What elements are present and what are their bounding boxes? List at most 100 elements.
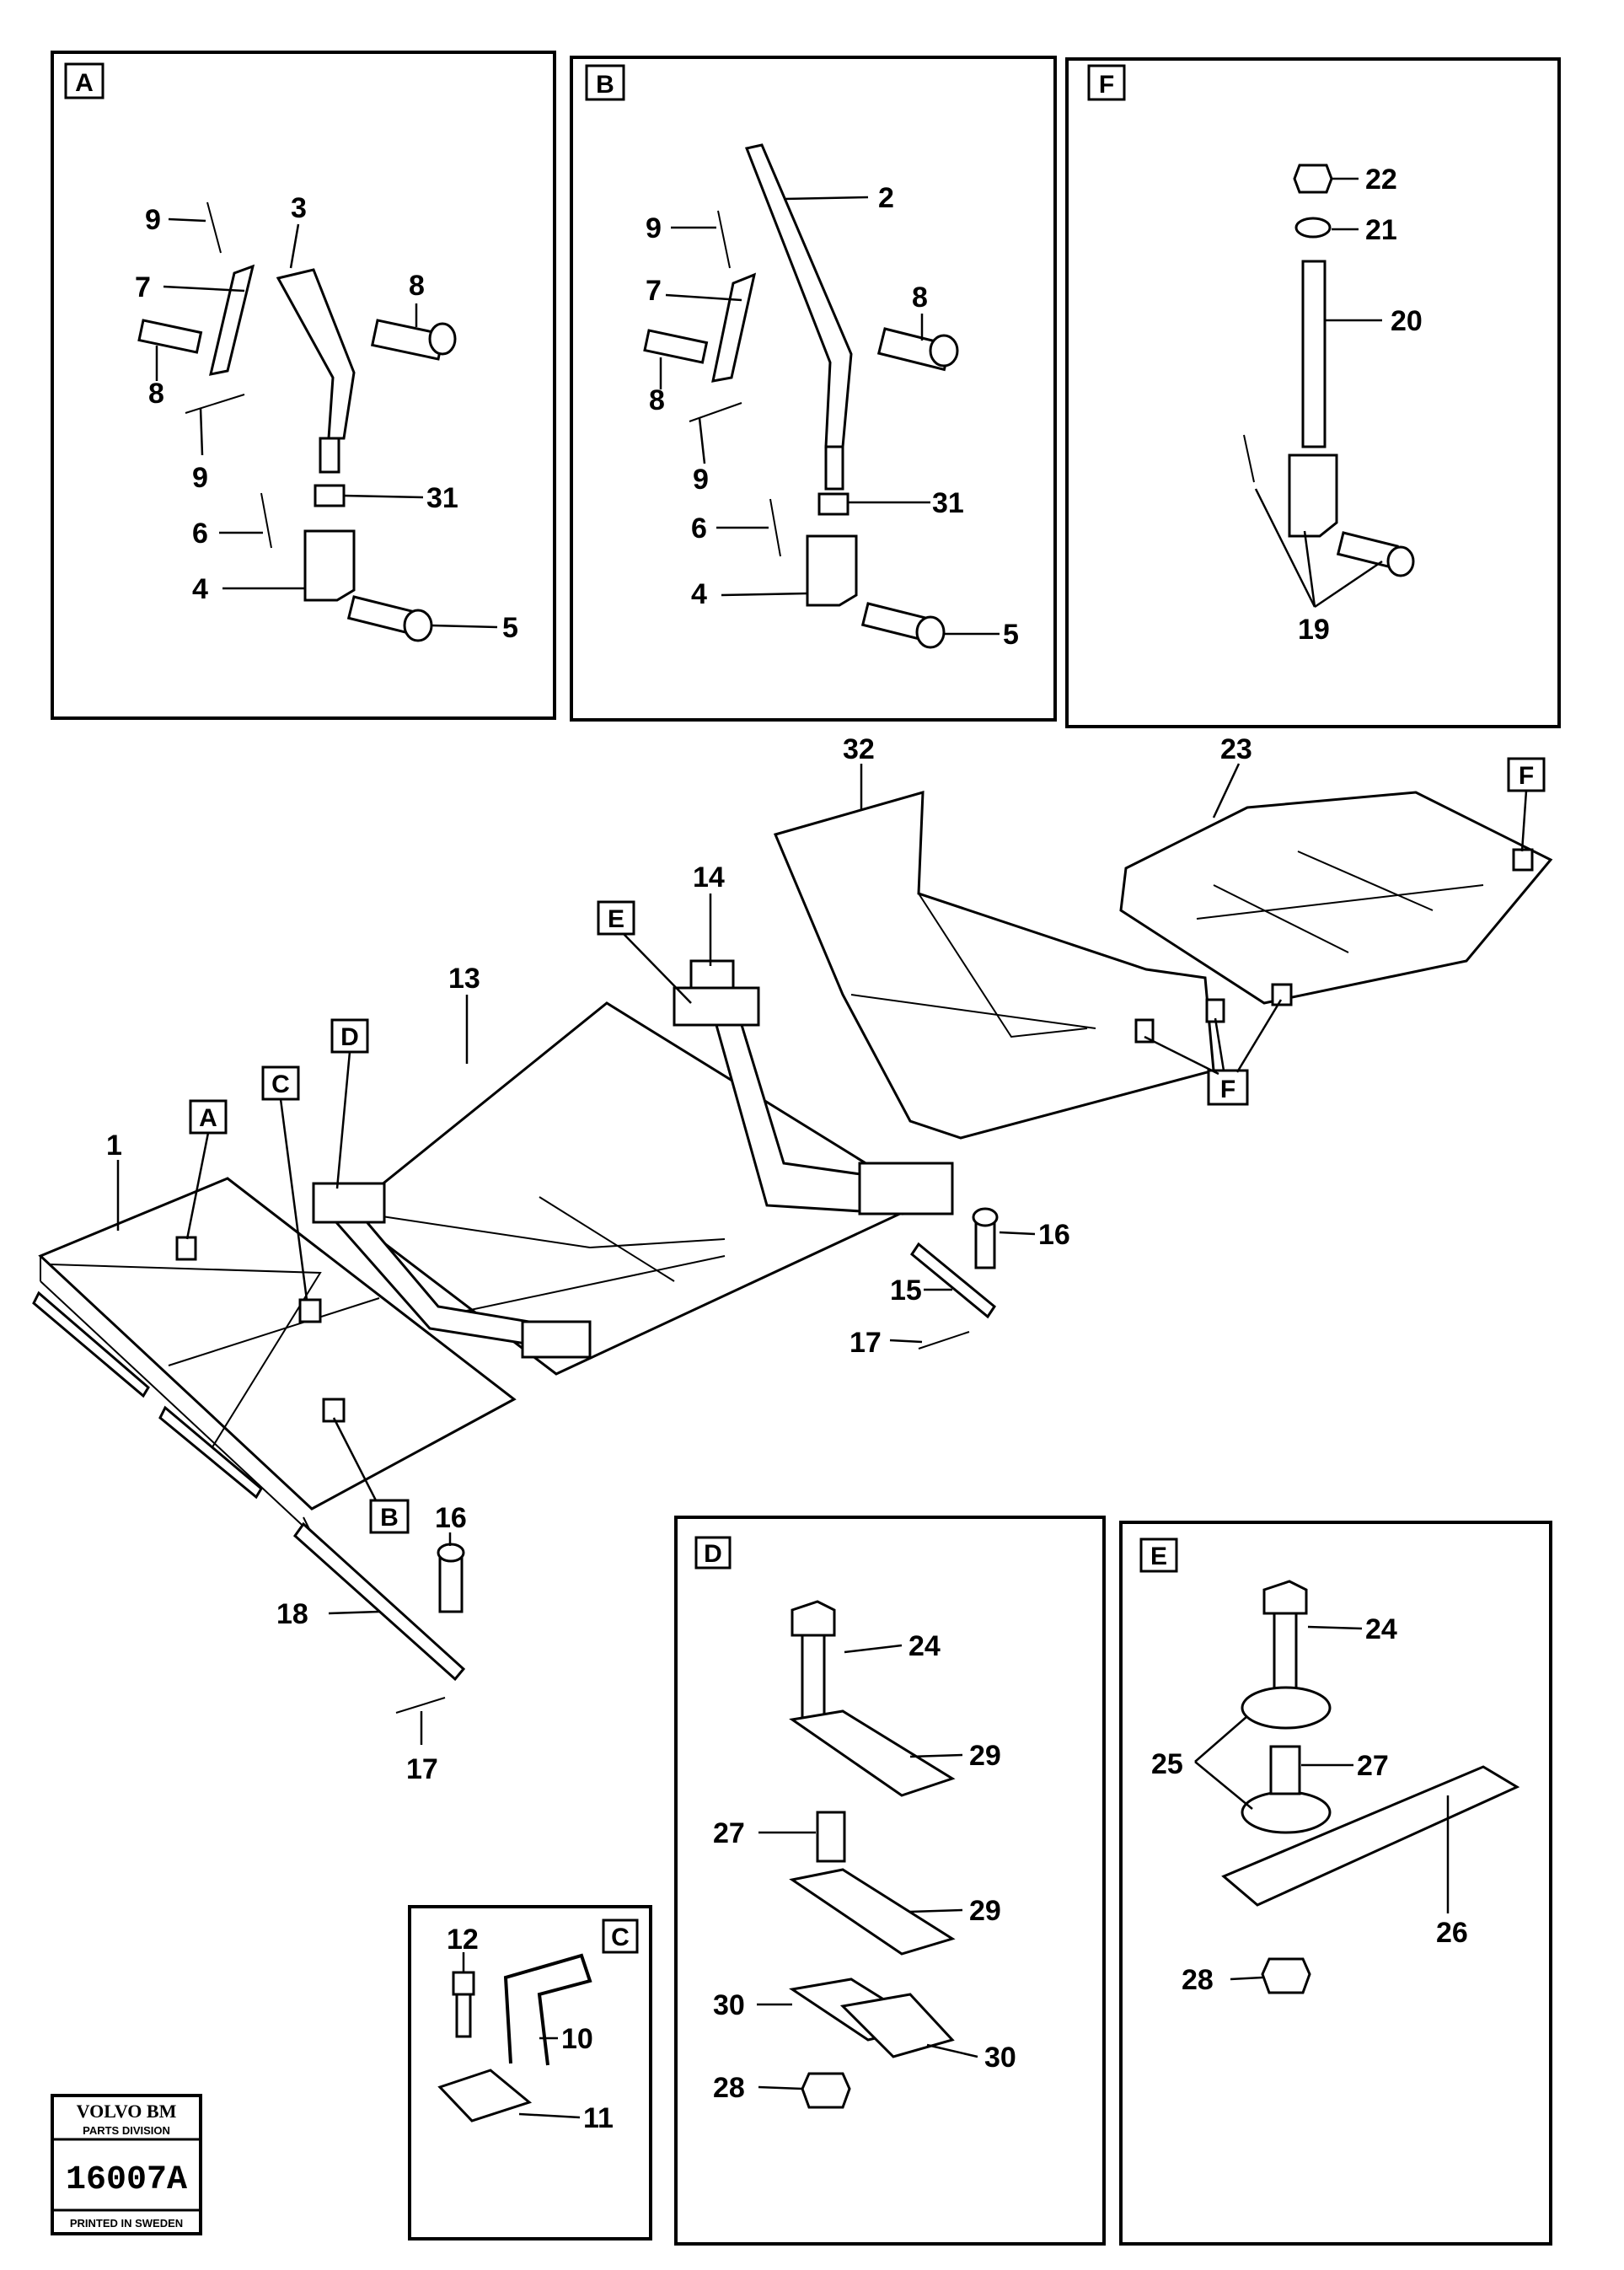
detail-box-b: B 2 9 7 8 8 9 31 6 — [570, 56, 1057, 722]
cotter-pin-6-part-b — [769, 498, 781, 557]
callout-9-b: 9 — [646, 212, 662, 244]
callout-23: 23 — [1220, 733, 1252, 765]
ref-box-b-text: B — [380, 1504, 399, 1532]
callout-9: 9 — [145, 204, 161, 236]
callout-12: 12 — [447, 1924, 479, 1956]
cotter-pin-part — [206, 201, 222, 254]
callout-22: 22 — [1365, 164, 1397, 196]
bolt-shank-d — [801, 1634, 826, 1721]
callout-6: 6 — [192, 518, 208, 550]
nut-d — [801, 2072, 851, 2109]
pin-15-part — [909, 1242, 997, 1319]
callout-5: 5 — [502, 612, 518, 644]
pin-head-part-b — [929, 334, 959, 368]
bolt-head-e — [1262, 1580, 1308, 1615]
mount-tab-f3 — [1271, 983, 1293, 1006]
callout-27-e: 27 — [1357, 1750, 1389, 1782]
box-label-c-text: C — [611, 1924, 630, 1951]
shim-plate-lower — [839, 1993, 955, 2058]
callout-17-lower: 17 — [406, 1753, 438, 1785]
callout-14: 14 — [693, 861, 725, 894]
callout-31: 31 — [426, 482, 458, 514]
threaded-end-part — [319, 437, 340, 474]
callout-27-d: 27 — [713, 1817, 745, 1849]
bracket-d — [312, 1182, 386, 1224]
mount-tab-f1 — [1134, 1018, 1155, 1044]
stamp-printed: PRINTED IN SWEDEN — [70, 2217, 183, 2230]
ref-box-f-bottom — [1207, 1069, 1249, 1106]
detail-frame-b — [570, 56, 1057, 722]
rod-18-part — [292, 1521, 466, 1682]
stamp-number: 16007A — [66, 2161, 187, 2199]
ref-box-a — [189, 1099, 228, 1135]
ref-box-c-text: C — [271, 1071, 290, 1098]
box-label-f — [1087, 64, 1126, 101]
detail-box-c: C 12 10 11 — [408, 1905, 652, 2240]
detail-box-f: F 22 21 20 19 — [1065, 57, 1561, 728]
callout-29-lower: 29 — [969, 1895, 1001, 1927]
ref-box-f-bottom-text: F — [1220, 1076, 1235, 1103]
clevis-pin-head-part — [403, 609, 433, 642]
nut-part-f — [1293, 164, 1333, 194]
detail-frame-c — [408, 1905, 652, 2240]
callout-28-e: 28 — [1182, 1964, 1214, 1996]
mount-tab-b — [322, 1398, 346, 1423]
clevis-part-b — [806, 534, 858, 607]
detail-frame-d — [674, 1516, 1106, 2246]
ref-box-c — [261, 1065, 300, 1101]
callout-5-b: 5 — [1003, 619, 1019, 651]
callout-8-b: 8 — [912, 282, 928, 314]
callout-21: 21 — [1365, 214, 1397, 246]
clevis-pin-part — [346, 595, 413, 634]
clevis-part-f — [1288, 453, 1338, 538]
ref-box-e-text: E — [608, 905, 624, 933]
box-label-d — [694, 1536, 732, 1570]
top-guard-plate — [1119, 791, 1553, 1005]
pin-16-upper-head — [972, 1207, 999, 1227]
box-label-f-text: F — [1099, 71, 1114, 99]
callout-1: 1 — [106, 1130, 122, 1162]
callout-8-left: 8 — [148, 378, 164, 410]
box-label-e — [1139, 1537, 1178, 1573]
cotter-pin-part-b-lower — [689, 402, 742, 422]
hinge-rod-lower — [158, 1405, 263, 1500]
callout-4-b: 4 — [691, 578, 707, 610]
callout-7-b: 7 — [646, 275, 662, 307]
callout-6-b: 6 — [691, 512, 707, 545]
washer-upper-e — [1241, 1686, 1332, 1730]
callout-31-b: 31 — [932, 487, 964, 519]
pin-part-b-left — [643, 329, 709, 364]
stamp-division: PARTS DIVISION — [83, 2124, 170, 2137]
callout-29-upper: 29 — [969, 1740, 1001, 1772]
detail-frame-e — [1119, 1521, 1552, 2246]
detail-frame-f — [1065, 57, 1561, 728]
mount-tab-c — [298, 1298, 322, 1323]
cotter-pin-part-b — [717, 210, 731, 269]
hinge-rod-upper — [32, 1291, 150, 1398]
wire-bracket-c — [503, 1953, 592, 2066]
cotter-17-lower-part — [395, 1697, 446, 1714]
callout-16-upper: 16 — [1038, 1219, 1070, 1251]
lever-part — [276, 268, 356, 440]
callout-7: 7 — [135, 271, 151, 303]
callout-28-d: 28 — [713, 2072, 745, 2104]
nut-e — [1261, 1957, 1311, 1994]
cotter-17-upper-part — [918, 1331, 970, 1350]
clevis-pin-head-part-f — [1386, 545, 1415, 577]
callout-32: 32 — [843, 733, 875, 765]
ref-box-b — [369, 1499, 410, 1534]
box-label-e-text: E — [1150, 1543, 1167, 1570]
mount-plate-e — [1221, 1765, 1520, 1907]
detail-frame-a — [51, 51, 556, 720]
detail-box-d: D 24 29 27 29 30 30 28 — [674, 1516, 1106, 2246]
box-label-a-text: A — [75, 69, 94, 97]
detail-box-a: A 9 3 7 8 8 9 — [51, 51, 556, 720]
ref-box-a-text: A — [199, 1104, 217, 1132]
pin-16-lower-head — [437, 1543, 465, 1563]
long-lever-part — [744, 143, 853, 448]
callout-13: 13 — [448, 963, 480, 995]
callout-24-e: 24 — [1365, 1613, 1397, 1645]
link-part — [209, 264, 255, 376]
callout-25: 25 — [1151, 1748, 1183, 1780]
